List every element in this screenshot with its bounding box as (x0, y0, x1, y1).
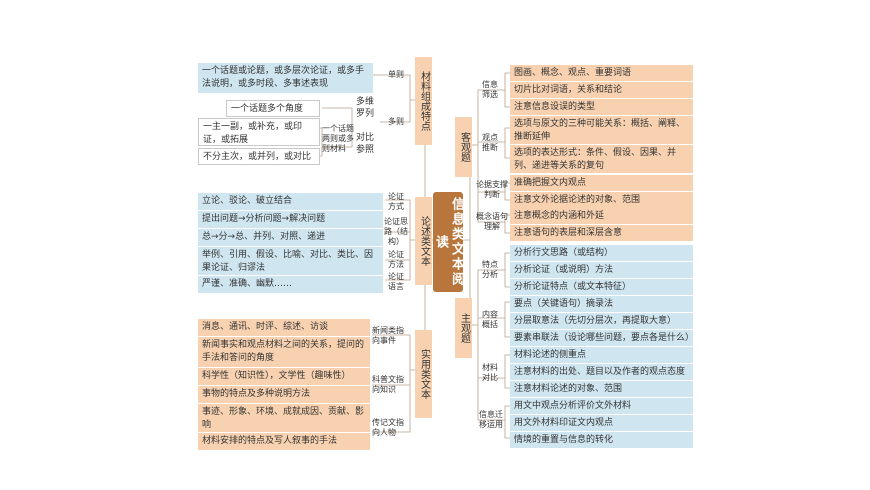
gainian-box-2: 注意语句的表层和深层含意 (510, 225, 693, 241)
neirong-box-2: 分层取意法（先切分层次，再提取大意） (510, 313, 693, 329)
label-fangfa: 论证方法 (388, 250, 404, 269)
fangfa-box: 举例、引用、假设、比喻、对比、类比、因果论证、归谬法 (198, 247, 383, 275)
silu-box-2: 总→分→总、并列、对照、递进 (198, 229, 383, 246)
label-duibi: 材料对比 (482, 363, 498, 382)
label-gainian: 概念语句理解 (476, 212, 508, 231)
label-tedian: 特点分析 (482, 260, 498, 279)
label-danze: 单则 (388, 70, 404, 79)
label-silu: 论证思路（结构） (384, 217, 408, 246)
shaixuan-box-2: 切片比对词语，关系和结论 (510, 82, 693, 98)
duibi-box-2: 注意材料的出处、题目以及作者的观点态度 (510, 364, 693, 380)
duibi-box-3: 注意材料论述的对象、范围 (510, 381, 693, 397)
label-neirong: 内容概括 (482, 310, 498, 329)
tedian-box-2: 分析论证（或说明）方法 (510, 262, 693, 278)
kepu-box-2: 事物的特点及多种说明方法 (198, 386, 370, 403)
duibi-box-1: 材料论述的侧重点 (510, 347, 693, 363)
kepu-box-1: 科学性（知识性），文学性（趣味性） (198, 368, 370, 385)
label-duoze: 多则 (388, 117, 404, 126)
label-huati: 一个话题两则或多则材料 (322, 124, 354, 153)
label-fangshi: 论证方式 (388, 192, 404, 211)
label-kepu: 科普文指向知识 (372, 375, 404, 394)
label-yuyan: 论证语言 (388, 272, 404, 291)
fangshi-box: 立论、驳论、破立结合 (198, 193, 383, 210)
xinwen-box-2: 新闻事实和观点材料之间的关系，提问的手法和答问的角度 (198, 337, 370, 367)
label-lunju: 论据支撑判断 (476, 180, 508, 199)
danze-box: 一个话题或论题，或多层次论证，或多手法说明，或多时段、多事述表现 (198, 63, 373, 93)
label-xinwen-text: 新闻类指向事件 (372, 326, 404, 345)
shaixuan-box-1: 图画、概念、观点、重要词语 (510, 65, 693, 81)
tedian-box-1: 分析行文思路（或结构） (510, 245, 693, 261)
branch-cailiao: 材料组成特点 (415, 57, 432, 145)
zhuanji-box-2: 材料安排的特点及写人叙事的手法 (198, 433, 370, 450)
tuiduan-box-1: 选项与原文的三种可能关系：概括、阐释、推断延伸 (510, 116, 693, 144)
branch-lunshu: 论述类文本 (415, 197, 432, 285)
label-duizhao: 对比参照 (355, 133, 374, 155)
lunju-box-1: 准确把握文内观点 (510, 175, 693, 191)
branch-shiyong: 实用类文本 (415, 330, 432, 418)
label-duowei: 多维罗列 (355, 97, 374, 119)
neirong-box-3: 要素串联法（设论哪些问题，要点各是什么） (510, 330, 693, 346)
duizhao-box-2: 不分主次，或并列，或对比 (198, 148, 320, 165)
center-node: 信息类文本阅读 (433, 192, 464, 292)
duowei-box: 一个话题多个角度 (226, 100, 320, 117)
label-qianyi: 信息迁移运用 (479, 410, 503, 429)
tuiduan-box-2: 选项的表达形式：条件、假设、因果、并列、递进等关系的复句 (510, 145, 693, 173)
gainian-box-1: 注意概念的内涵和外延 (510, 208, 693, 224)
silu-box-1: 提出问题→分析问题→解决问题 (198, 211, 383, 228)
branch-keguan: 客观题 (455, 117, 472, 177)
qianyi-box-2: 用文外材料印证文内观点 (510, 415, 693, 431)
tedian-box-3: 分析论证特点（或文本特征） (510, 279, 693, 295)
yuyan-box: 严谨、准确、幽默…… (198, 276, 383, 293)
label-zhuanji: 传记文指向人物 (372, 418, 404, 437)
xinwen-box-1: 消息、通讯、时评、综述、访谈 (198, 319, 370, 336)
duizhao-box-1: 一主一副，或补充，或印证，或拓展 (198, 118, 320, 146)
branch-zhuguan: 主观题 (455, 298, 472, 358)
label-shaixuan: 信息筛选 (482, 80, 498, 99)
zhuanji-box-1: 事迹、形象、环境、成就成因、贡献、影响 (198, 404, 370, 432)
label-tuiduan: 观点推断 (482, 133, 498, 152)
shaixuan-box-3: 注意信息设误的类型 (510, 99, 693, 115)
neirong-box-1: 要点（关键语句）摘录法 (510, 296, 693, 312)
lunju-box-2: 注意文外论据论述的对象、范围 (510, 192, 693, 208)
qianyi-box-1: 用文中观点分析评价文外材料 (510, 398, 693, 414)
qianyi-box-3: 情境的重置与信息的转化 (510, 432, 693, 448)
